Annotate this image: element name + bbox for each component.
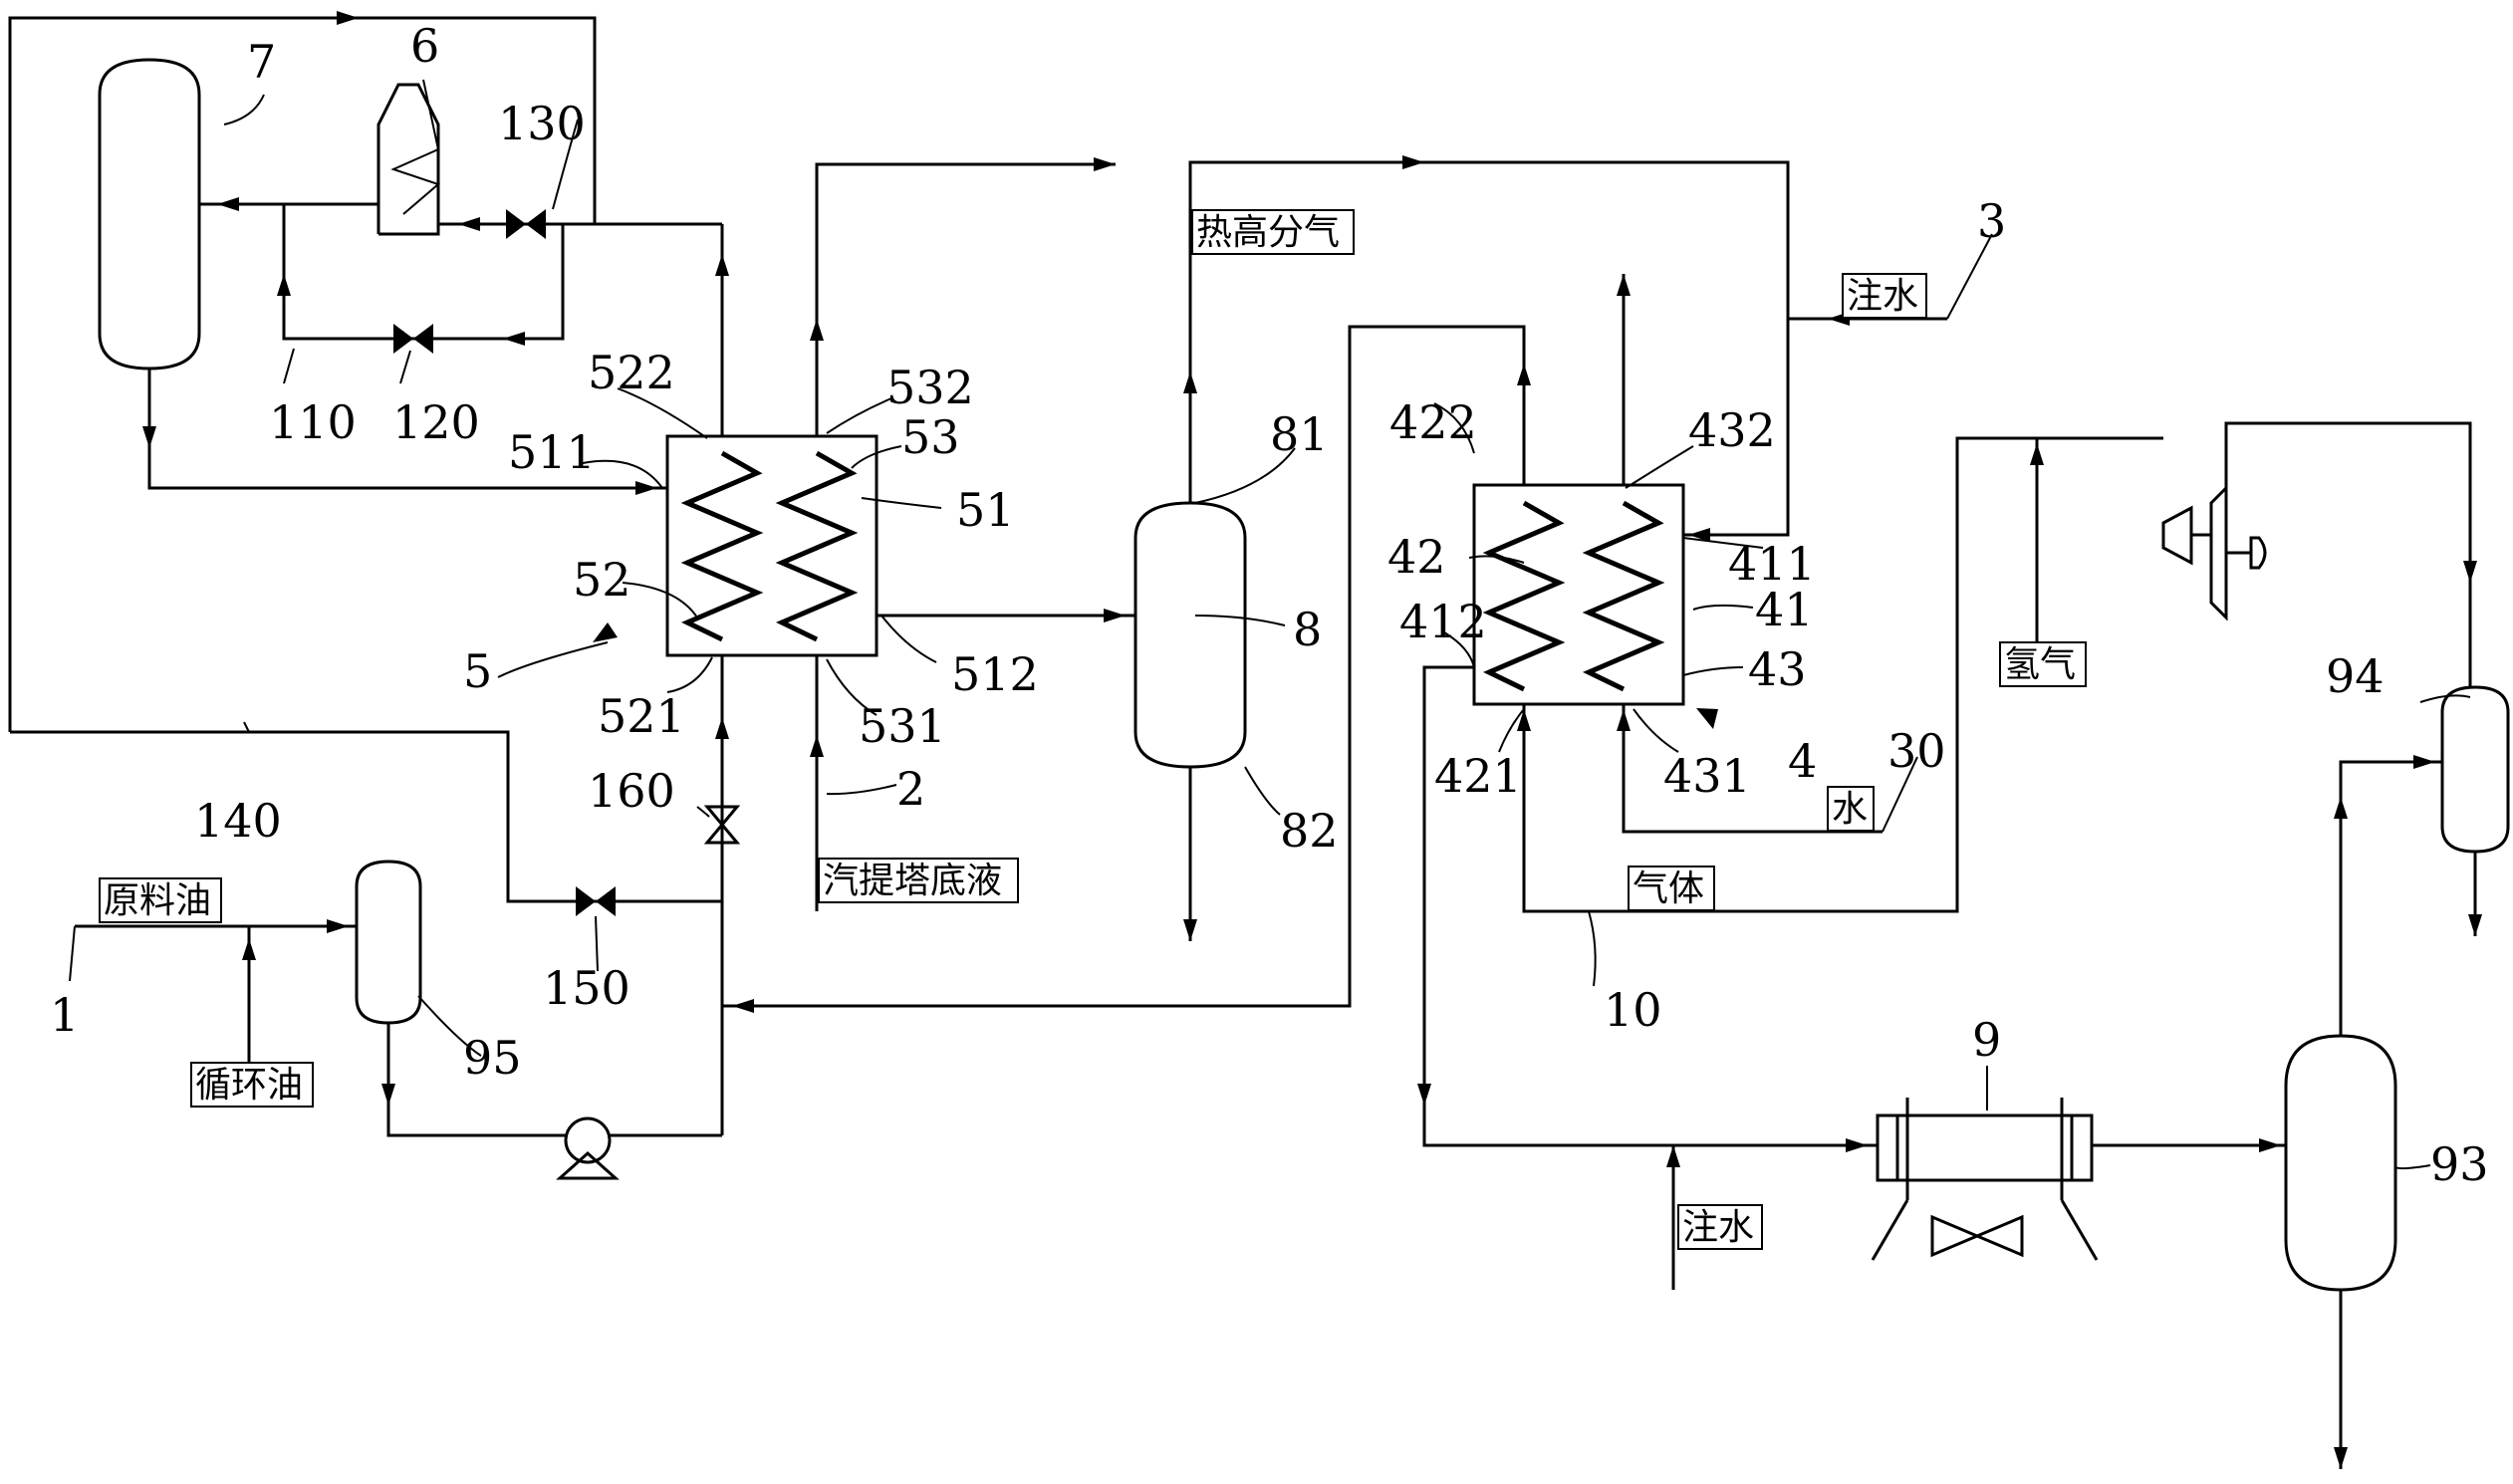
label-432: 432 — [1688, 403, 1776, 457]
label-8: 8 — [1293, 603, 1322, 656]
label-532: 532 — [886, 361, 974, 414]
label-521: 521 — [598, 689, 685, 743]
label-512: 512 — [951, 647, 1039, 701]
svg-text:汽提塔底液: 汽提塔底液 — [823, 861, 1002, 901]
vessel-93 — [2286, 1036, 2395, 1290]
label-93: 93 — [2430, 1137, 2489, 1191]
vessel-7 — [100, 60, 199, 369]
label-110: 110 — [269, 395, 357, 449]
vessel-8 — [1135, 503, 1245, 767]
label-531: 531 — [859, 699, 946, 753]
pump — [560, 1118, 616, 1178]
label-94: 94 — [2326, 649, 2385, 703]
svg-text:热高分气: 热高分气 — [1196, 212, 1340, 253]
svg-text:注水: 注水 — [1847, 276, 1918, 317]
air-cooler-9 — [1873, 1098, 2097, 1260]
label-7: 7 — [247, 35, 276, 89]
label-51: 51 — [956, 483, 1015, 537]
label-5: 5 — [463, 644, 492, 698]
label-522: 522 — [588, 346, 675, 399]
label-81: 81 — [1270, 407, 1329, 461]
valve-130 — [506, 209, 546, 239]
stream-label-gas: 气体 — [1629, 866, 1714, 910]
valve-120 — [393, 324, 433, 354]
svg-text:气体: 气体 — [1633, 868, 1704, 909]
vessel-95 — [357, 862, 420, 1023]
label-422: 422 — [1389, 395, 1477, 449]
label-43: 43 — [1748, 642, 1807, 696]
label-3: 3 — [1977, 194, 2006, 248]
label-52: 52 — [573, 553, 631, 607]
stream-label-hydrogen: 氢气 — [2000, 642, 2086, 686]
label-10: 10 — [1604, 983, 1662, 1037]
stream-label-water-injection-bottom: 注水 — [1678, 1205, 1762, 1249]
stream-label-hot-hp-gas: 热高分气 — [1192, 210, 1354, 254]
label-4: 4 — [1788, 734, 1817, 788]
label-431: 431 — [1663, 749, 1751, 803]
label-30: 30 — [1887, 724, 1946, 778]
label-1: 1 — [50, 988, 79, 1042]
stream-label-recycle-oil: 循环油 — [191, 1063, 313, 1107]
vessel-94 — [2442, 687, 2508, 852]
compressor — [2163, 488, 2265, 618]
svg-text:循环油: 循环油 — [195, 1065, 303, 1106]
label-412: 412 — [1399, 595, 1487, 648]
label-95: 95 — [463, 1031, 522, 1085]
label-2: 2 — [896, 762, 925, 816]
svg-text:氢气: 氢气 — [2004, 644, 2076, 685]
label-130: 130 — [498, 97, 586, 150]
stream-label-feed-oil: 原料油 — [100, 878, 221, 922]
fan-icon — [1932, 1217, 2022, 1255]
label-421: 421 — [1434, 749, 1522, 803]
valve-150 — [576, 886, 616, 916]
label-82: 82 — [1280, 804, 1339, 858]
label-6: 6 — [410, 19, 439, 73]
label-511: 511 — [508, 425, 596, 479]
label-42: 42 — [1387, 530, 1446, 584]
svg-text:水: 水 — [1832, 789, 1868, 830]
label-53: 53 — [901, 410, 960, 464]
line-compressor-out — [2226, 423, 2470, 687]
label-150: 150 — [543, 961, 630, 1015]
stream-label-water-injection-top: 注水 — [1843, 274, 1926, 318]
label-120: 120 — [392, 395, 480, 449]
label-160: 160 — [588, 764, 675, 818]
svg-text:原料油: 原料油 — [104, 880, 211, 921]
label-41: 41 — [1755, 583, 1814, 636]
stream-label-water: 水 — [1828, 787, 1874, 831]
svg-text:注水: 注水 — [1682, 1207, 1754, 1248]
label-9: 9 — [1972, 1013, 2001, 1067]
line-93-to-94 — [2341, 762, 2442, 1036]
label-140: 140 — [194, 794, 282, 848]
stream-label-stripper-bottoms: 汽提塔底液 — [819, 859, 1018, 902]
